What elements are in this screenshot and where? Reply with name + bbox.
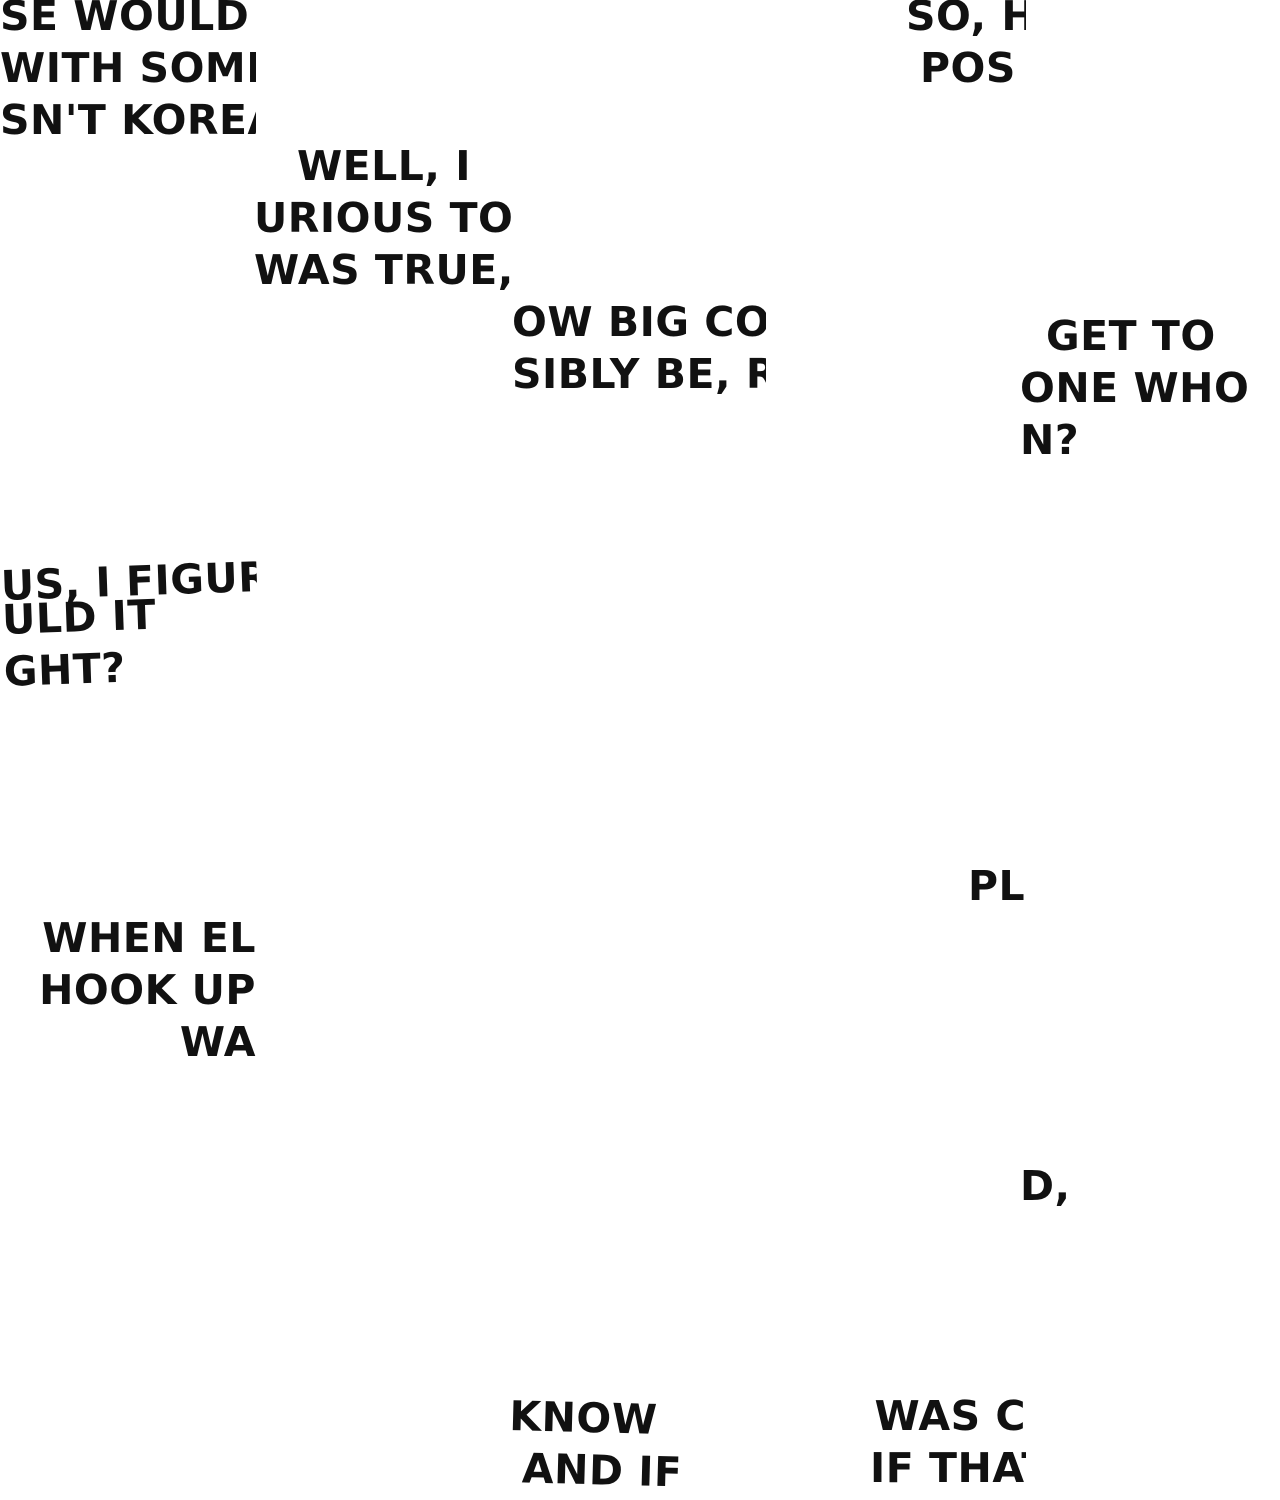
fragment-line: OW BIG COL <box>512 298 766 346</box>
speech-fragment-11: WAS C IF THAT <box>870 1390 1026 1500</box>
fragment-line: PL <box>968 862 1026 910</box>
speech-fragment-7: WHEN EL HOOK UP WA <box>0 912 256 1082</box>
fragment-line: SN'T KOREA <box>0 96 256 144</box>
speech-fragment-5: GET TO ONE WHO N? <box>1020 310 1260 470</box>
fragment-line: WA <box>179 1018 256 1066</box>
fragment-line: URIOUS TO <box>254 194 514 242</box>
fragment-line: GET TO <box>1046 312 1216 360</box>
speech-fragment-10: KNOW AND IF <box>507 1390 680 1500</box>
fragment-line: SO, H <box>906 0 1026 40</box>
fragment-line: SE WOULD I <box>0 0 256 40</box>
fragment-line: WAS C <box>874 1392 1026 1440</box>
fragment-line: WHEN EL <box>42 914 256 962</box>
fragment-line: WAS TRUE, <box>254 246 514 294</box>
fragment-line: POS <box>920 44 1016 92</box>
speech-fragment-3: OW BIG COL SIBLY BE, RI <box>512 296 766 406</box>
speech-fragment-9: D, <box>1020 1160 1110 1220</box>
speech-fragment-8: PL <box>968 860 1028 920</box>
fragment-line: IF THAT <box>870 1444 1026 1492</box>
fragment-line: HOOK UP <box>39 966 256 1014</box>
fragment-line: AND IF <box>521 1444 680 1497</box>
speech-fragment-4: SO, H POS <box>906 0 1026 100</box>
fragment-line: WELL, I <box>296 142 472 190</box>
speech-fragment-6: US, I FIGURE ULD IT GHT? <box>0 551 261 710</box>
fragment-line: D, <box>1020 1162 1071 1210</box>
speech-fragment-2: WELL, I URIOUS TO WAS TRUE, <box>254 140 514 300</box>
fragment-line: N? <box>1020 416 1080 464</box>
fragment-line: KNOW <box>508 1391 659 1444</box>
fragment-line: SIBLY BE, RI <box>512 350 766 398</box>
fragment-line: ONE WHO <box>1020 364 1250 412</box>
fragment-line: WITH SOME <box>0 44 256 92</box>
speech-fragment-1: SE WOULD I WITH SOME SN'T KOREA <box>0 0 256 160</box>
fragment-line: GHT? <box>3 643 127 696</box>
